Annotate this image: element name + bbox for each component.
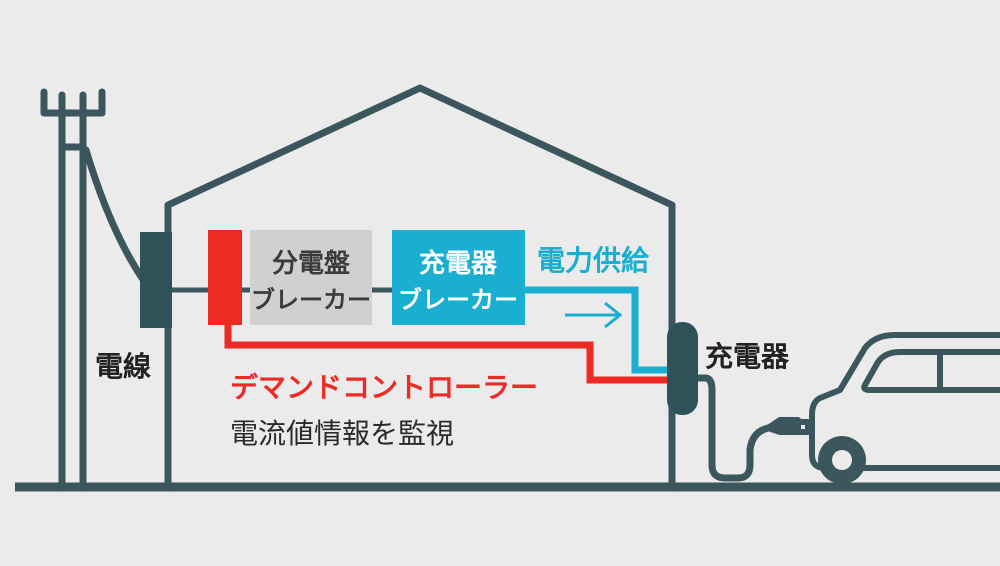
demand-control-line: [224, 325, 670, 384]
charger-unit: [667, 322, 698, 415]
power-supply-line: [525, 286, 670, 374]
car-wheel: [818, 436, 866, 484]
service-meter: [140, 232, 172, 328]
demand-controller-label: デマンドコントローラー: [230, 371, 538, 404]
car: [765, 332, 1000, 471]
charger-label: 充電器: [705, 340, 790, 373]
monitor-current-label: 電流値情報を監視: [230, 417, 454, 450]
power-wire: [82, 146, 146, 282]
demand-controller-box: [208, 230, 242, 325]
distribution-board-label-1: 分電盤: [272, 249, 351, 279]
charger-breaker-box: [392, 230, 525, 325]
charger-breaker-label-1: 充電器: [419, 248, 498, 279]
distribution-board-label-2: ブレーカー: [251, 286, 371, 314]
power-supply-label: 電力供給: [537, 244, 650, 277]
charging-cable: [694, 374, 772, 482]
utility-pole: [40, 88, 106, 491]
flow-arrow-icon: [565, 301, 623, 329]
power-line-label: 電線: [95, 350, 151, 383]
distribution-board-box: [250, 230, 372, 325]
charger-breaker-label-2: ブレーカー: [398, 286, 518, 314]
